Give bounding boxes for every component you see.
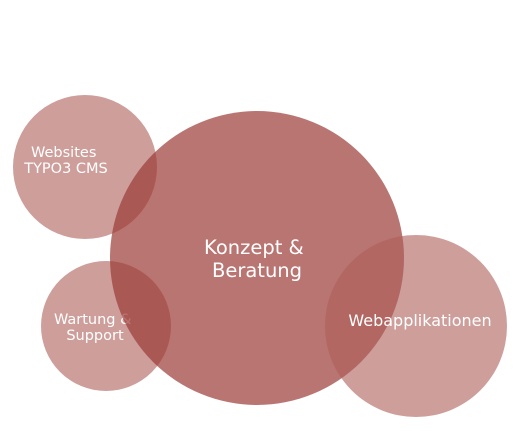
circle-wartung-label: Wartung & Support bbox=[54, 312, 136, 344]
circle-wartung-label-line-1: Wartung & bbox=[54, 312, 131, 328]
circle-webapps[interactable]: Webapplikationen bbox=[325, 235, 507, 417]
circle-websites-label: Websites TYPO3 CMS bbox=[23, 145, 108, 177]
circle-websites-label-line-1: Websites bbox=[31, 145, 96, 161]
circle-konzept-label: Konzept & Beratung bbox=[204, 236, 310, 282]
circle-webapps-shape bbox=[325, 235, 507, 417]
circle-webapps-label-line-1: Webapplikationen bbox=[348, 311, 491, 330]
circle-konzept-label-line-1: Konzept & bbox=[204, 236, 304, 259]
circle-webapps-label: Webapplikationen bbox=[348, 311, 491, 330]
circle-wartung-label-line-2: Support bbox=[66, 328, 124, 344]
circle-konzept-label-line-2: Beratung bbox=[212, 259, 302, 282]
circle-websites-label-line-2: TYPO3 CMS bbox=[23, 161, 108, 177]
